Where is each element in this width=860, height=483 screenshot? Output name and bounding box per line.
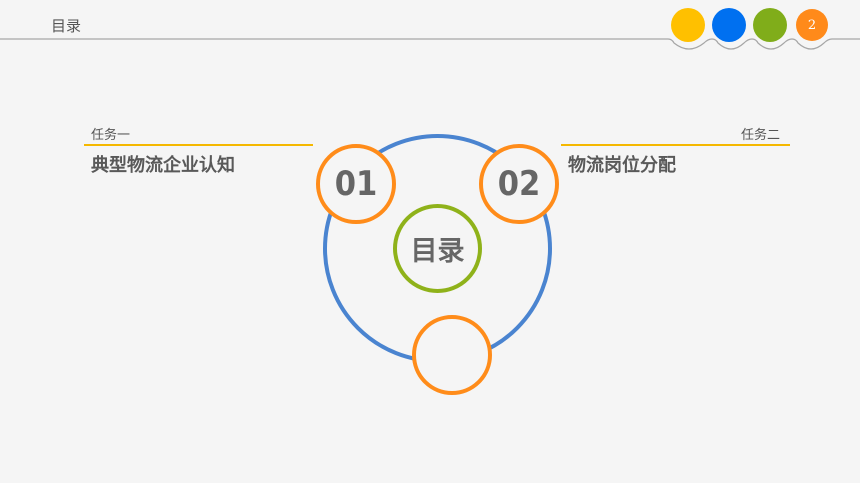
task2-number-circle[interactable]: 02 xyxy=(479,144,559,224)
center-circle: 目录 xyxy=(393,204,482,293)
task2-rule xyxy=(561,144,790,146)
green-dot xyxy=(753,8,787,42)
header-line xyxy=(0,38,860,50)
task2-label: 任务二 xyxy=(741,128,781,143)
empty-circle[interactable] xyxy=(412,315,492,395)
task1-label: 任务一 xyxy=(91,128,131,143)
task1-title: 典型物流企业认知 xyxy=(91,155,235,176)
yellow-dot xyxy=(671,8,705,42)
center-label: 目录 xyxy=(410,236,465,267)
task1-number: 01 xyxy=(334,164,378,204)
task2-title: 物流岗位分配 xyxy=(568,155,676,176)
page-number: 2 xyxy=(796,9,828,41)
task1-number-circle[interactable]: 01 xyxy=(316,144,396,224)
task2-number: 02 xyxy=(497,164,541,204)
blue-dot xyxy=(712,8,746,42)
header-title: 目录 xyxy=(51,17,82,35)
task1-rule xyxy=(84,144,313,146)
